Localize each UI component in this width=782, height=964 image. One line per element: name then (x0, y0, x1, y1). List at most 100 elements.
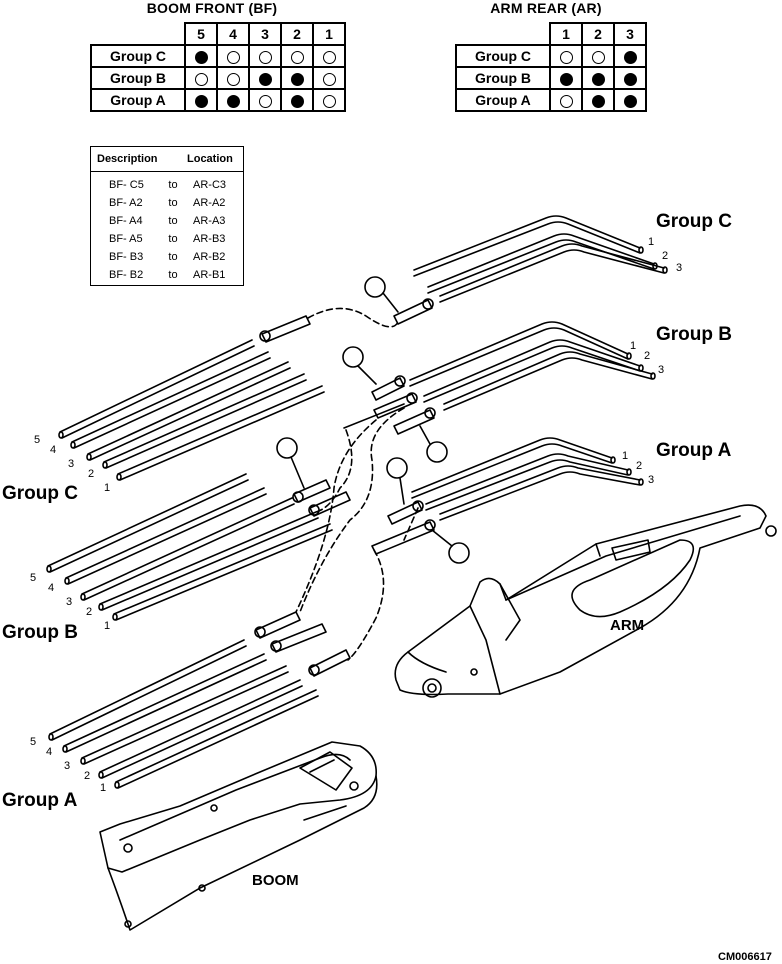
open-circle-icon (322, 94, 336, 108)
ar-cell (613, 88, 647, 112)
bf-row-label: Group B (90, 66, 186, 90)
connection-from: BF- A2 (109, 197, 143, 209)
boom-label: BOOM (252, 872, 299, 889)
boom-a-num-3: 3 (64, 760, 71, 772)
filled-circle-icon (559, 72, 573, 86)
group-a-boom-label: Group A (2, 790, 78, 811)
open-circle-icon (226, 50, 240, 64)
filled-circle-icon (591, 72, 605, 86)
ar-cell (581, 66, 615, 90)
connection-to: to (168, 197, 178, 209)
ar-cell (581, 88, 615, 112)
bf-cell (280, 66, 314, 90)
filled-circle-icon (226, 94, 240, 108)
ar-cell (581, 44, 615, 68)
bf-cell (248, 66, 282, 90)
filled-circle-icon (623, 72, 637, 86)
bf-row-label: Group A (90, 88, 186, 112)
ar-col-header: 1 (549, 22, 583, 46)
ar-col-header: 3 (613, 22, 647, 46)
ar-cell (613, 66, 647, 90)
open-circle-icon (322, 50, 336, 64)
connection-to: to (168, 179, 178, 191)
connection-dest: AR-A3 (193, 215, 226, 227)
boom-c-num-5: 5 (34, 434, 41, 446)
group-c-boom-label: Group C (2, 483, 78, 504)
connection-dest: AR-A2 (193, 197, 226, 209)
connection-from: BF- B2 (109, 269, 144, 281)
connection-to: to (168, 215, 178, 227)
connection-to: to (168, 233, 178, 245)
connection-table-header: Description Location (91, 147, 243, 172)
boom-c-num-3: 3 (68, 458, 75, 470)
bf-cell (248, 44, 282, 68)
bf-row: Group B (90, 66, 346, 90)
bf-cell (312, 66, 346, 90)
connection-dest: AR-B1 (193, 269, 226, 281)
ar-col-header: 2 (581, 22, 615, 46)
ar-row-label: Group A (455, 88, 551, 112)
bf-col-header: 1 (312, 22, 346, 46)
bf-cell (184, 88, 218, 112)
bf-cell (184, 44, 218, 68)
boom-lines-group-b (46, 473, 333, 621)
figure-code: CM006617 (718, 951, 772, 963)
ar-corner (456, 23, 551, 46)
ar-cell (549, 44, 583, 68)
boom-lines-group-c (58, 339, 325, 481)
ar-cell (613, 44, 647, 68)
arm-a-num-3: 3 (648, 474, 655, 486)
bf-row-label: Group C (90, 44, 186, 68)
ar-row: Group B (455, 66, 647, 90)
location-header: Location (187, 153, 233, 165)
boom-b-num-5: 5 (30, 572, 37, 584)
filled-circle-icon (194, 50, 208, 64)
bf-cell (216, 66, 250, 90)
bf-row: Group A (90, 88, 346, 112)
connection-to: to (168, 251, 178, 263)
boom-a-num-1: 1 (100, 782, 107, 794)
bf-cell (312, 44, 346, 68)
bf-cell (248, 88, 282, 112)
boom-a-num-4: 4 (46, 746, 53, 758)
bf-cell (216, 88, 250, 112)
open-circle-icon (258, 94, 272, 108)
boom-b-num-3: 3 (66, 596, 73, 608)
arm-a-num-1: 1 (622, 450, 629, 462)
group-b-boom-label: Group B (2, 622, 78, 643)
arm-b-num-3: 3 (658, 364, 665, 376)
ar-row-label: Group B (455, 66, 551, 90)
arm-lines-group-b (409, 321, 656, 411)
bf-col-header: 2 (280, 22, 314, 46)
bf-cell (216, 44, 250, 68)
arm-lines-group-c (413, 215, 668, 303)
open-circle-icon (591, 50, 605, 64)
filled-circle-icon (290, 94, 304, 108)
filled-circle-icon (194, 94, 208, 108)
filled-circle-icon (258, 72, 272, 86)
group-b-arm-label: Group B (656, 324, 732, 345)
open-circle-icon (322, 72, 336, 86)
connection-row: BF- A2 to AR-A2 (91, 194, 243, 212)
ar-row: Group A (455, 88, 647, 112)
open-circle-icon (194, 72, 208, 86)
boom-front-title: BOOM FRONT (BF) (146, 0, 278, 16)
filled-circle-icon (623, 50, 637, 64)
callout-circles (276, 276, 470, 564)
boom-c-num-4: 4 (50, 444, 57, 456)
group-c-arm-label: Group C (656, 211, 732, 232)
boom-b-num-1: 1 (104, 620, 111, 632)
arm-outline (394, 504, 777, 698)
open-circle-icon (559, 50, 573, 64)
open-circle-icon (290, 50, 304, 64)
connection-dest: AR-B3 (193, 233, 226, 245)
open-circle-icon (226, 72, 240, 86)
bf-cell (184, 66, 218, 90)
arm-b-num-2: 2 (644, 350, 651, 362)
